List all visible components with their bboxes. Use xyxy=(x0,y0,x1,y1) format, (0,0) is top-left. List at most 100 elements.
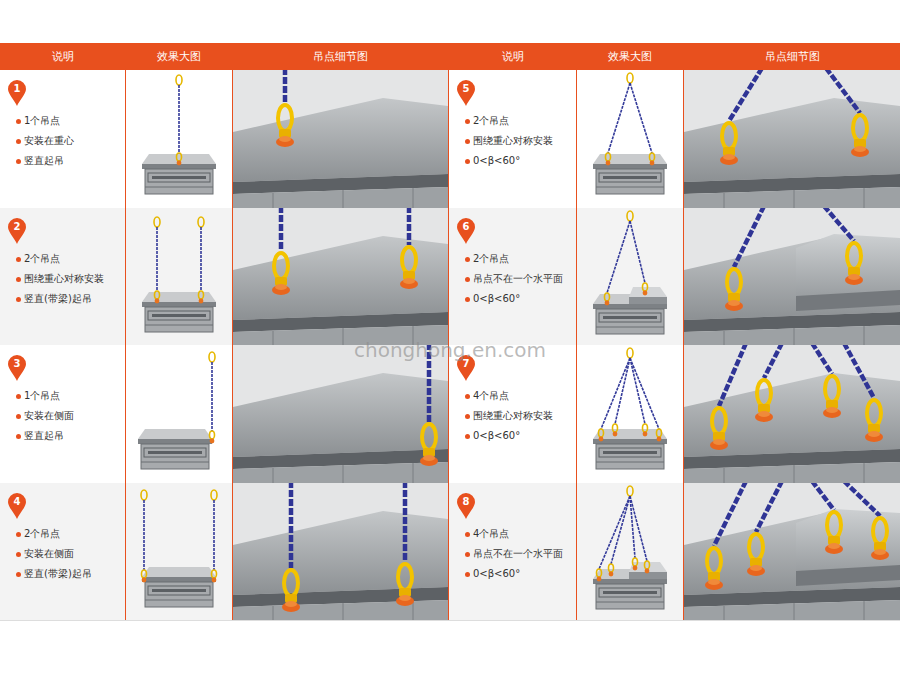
bullet-text: 1个吊点 xyxy=(24,114,60,128)
hoist-part xyxy=(755,380,773,422)
pin-outline xyxy=(457,218,475,244)
ring-shape xyxy=(627,73,633,83)
hoist-part xyxy=(593,562,667,609)
ring-shape xyxy=(209,352,215,362)
ring-shape xyxy=(154,217,160,227)
bullet-text: 1个吊点 xyxy=(24,389,60,403)
detail-picture xyxy=(684,68,900,208)
column-header: 说明 xyxy=(0,43,125,70)
chain-line xyxy=(200,227,202,291)
hoist-part xyxy=(142,154,216,194)
step-number: 2 xyxy=(7,217,27,233)
hoist-part xyxy=(212,570,217,582)
step-number: 3 xyxy=(7,354,27,370)
bullet-text: 0<β<60° xyxy=(473,429,520,443)
hoist-part xyxy=(593,154,667,194)
detail-picture xyxy=(684,481,900,621)
effect-picture xyxy=(593,486,667,609)
chain-line xyxy=(812,343,832,374)
hoist-part xyxy=(720,123,738,165)
hoist-part xyxy=(725,269,743,311)
hoist-part xyxy=(210,431,215,443)
effect-picture xyxy=(142,75,216,194)
chain-line xyxy=(630,221,645,283)
hoist-part xyxy=(645,561,650,573)
effect-picture xyxy=(141,490,217,607)
hoist-part xyxy=(606,153,611,165)
grid-line xyxy=(126,43,684,620)
pin-outline xyxy=(8,493,26,519)
ring-shape xyxy=(198,217,204,227)
ring-shape xyxy=(627,211,633,221)
pin-outline xyxy=(8,80,26,106)
chain-line xyxy=(608,83,630,153)
chain-line xyxy=(576,43,577,620)
step-marker: 5 xyxy=(456,79,476,107)
chain-line xyxy=(615,358,630,424)
hoist-part xyxy=(865,400,883,442)
chain-line xyxy=(0,620,900,621)
detail-picture xyxy=(233,206,449,346)
chain-line xyxy=(729,68,762,121)
column-header: 吊点细节图 xyxy=(684,43,900,70)
chain-line xyxy=(407,206,412,245)
bullet-text: 2个吊点 xyxy=(473,252,509,266)
hoist-part xyxy=(420,424,438,466)
detail-picture xyxy=(233,481,449,621)
bullet-text: 安装在侧面 xyxy=(24,547,74,561)
chain-line xyxy=(719,343,746,406)
hoist-part xyxy=(851,115,869,157)
hoist-part xyxy=(142,567,216,607)
hoist-part xyxy=(142,570,147,582)
bullet-text: 0<β<60° xyxy=(473,292,520,306)
chain-line xyxy=(601,358,630,429)
pin-outline xyxy=(8,218,26,244)
hoist-part xyxy=(272,253,290,295)
watermark: chonghong.en.com xyxy=(354,343,546,357)
chain-line xyxy=(279,206,284,251)
ring-shape xyxy=(176,75,182,85)
chain-line xyxy=(812,481,834,510)
detail-picture xyxy=(684,343,900,483)
bullet-text: 竖直(带梁)起吊 xyxy=(24,567,92,581)
step-number: 8 xyxy=(456,492,476,508)
column-header: 说明 xyxy=(449,43,576,70)
hoist-part xyxy=(276,105,294,147)
hoist-part xyxy=(233,70,449,208)
row-band xyxy=(0,208,233,345)
bullet-text: 4个吊点 xyxy=(473,389,509,403)
chain-line xyxy=(289,481,294,568)
bullet-text: 2个吊点 xyxy=(24,527,60,541)
chain-line xyxy=(607,221,630,293)
chain-line xyxy=(213,500,215,570)
chain-line xyxy=(283,68,288,104)
chain-line xyxy=(630,358,645,424)
effect-picture xyxy=(593,348,667,469)
chain-line xyxy=(630,496,647,561)
hoist-part xyxy=(710,408,728,450)
hoist-part xyxy=(233,483,449,621)
chain-line xyxy=(714,481,746,546)
step-marker: 4 xyxy=(7,492,27,520)
chain-line xyxy=(844,343,874,398)
detail-picture xyxy=(684,206,900,346)
hoist-part xyxy=(199,291,204,303)
bullet-text: 安装在重心 xyxy=(24,134,74,148)
row-band xyxy=(0,483,233,620)
hoist-part xyxy=(233,208,449,346)
chain-line xyxy=(178,85,180,154)
hoist-part xyxy=(845,243,863,285)
hoist-part xyxy=(138,429,212,469)
chain-line xyxy=(143,500,145,570)
ring-shape xyxy=(627,486,633,496)
hoist-part xyxy=(142,292,216,332)
hoist-part xyxy=(396,564,414,606)
hoist-part xyxy=(400,247,418,289)
detail-picture xyxy=(233,68,449,208)
hoist-part xyxy=(823,376,841,418)
hoist-part xyxy=(609,564,614,576)
pin-outline xyxy=(457,493,475,519)
pin-outline xyxy=(457,80,475,106)
hoist-part xyxy=(593,287,667,334)
step-marker: 6 xyxy=(456,217,476,245)
